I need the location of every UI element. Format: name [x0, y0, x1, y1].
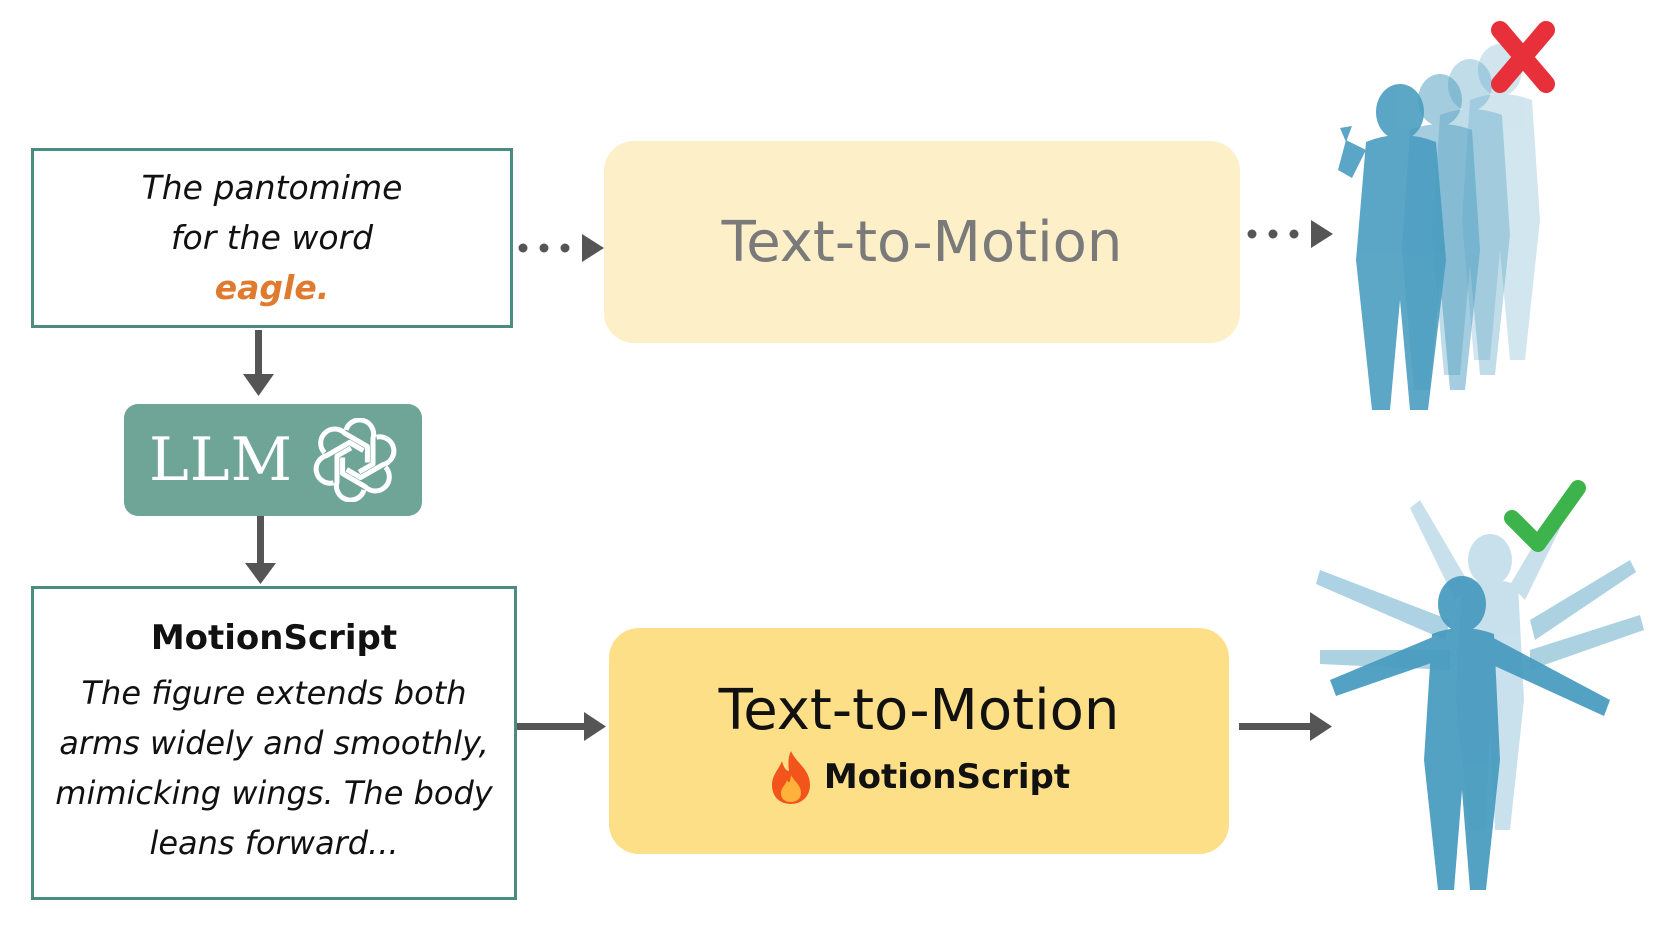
check-mark-icon	[1504, 480, 1586, 552]
motionscript-motion-figure	[1316, 500, 1644, 890]
motionscript-box: MotionScript The figure extends both arm…	[31, 586, 517, 900]
cross-mark-icon	[1491, 21, 1555, 93]
motionscript-line: The figure extends both	[81, 674, 467, 712]
prompt-box: The pantomime for the word eagle.	[31, 148, 513, 328]
motionscript-subtitle-label: MotionScript	[823, 756, 1071, 797]
fire-icon	[771, 750, 810, 804]
dotted-arrow-prompt-to-baseline	[518, 234, 604, 262]
baseline-motion-figure	[1338, 44, 1540, 410]
prompt-word: eagle.	[214, 268, 330, 307]
openai-logo-icon	[313, 418, 397, 502]
text-to-motion-motionscript-box: Text-to-Motion MotionScript	[609, 628, 1229, 854]
arrow-t2m-to-figure	[1239, 712, 1332, 741]
motionscript-line: mimicking wings. The body	[55, 774, 493, 812]
text-to-motion-motionscript-label: Text-to-Motion	[718, 677, 1120, 743]
dotted-arrow-baseline-to-figure	[1247, 220, 1333, 248]
prompt-line-1: The pantomime	[141, 168, 403, 207]
text-to-motion-baseline-box: Text-to-Motion	[604, 141, 1240, 343]
arrow-motionscript-to-t2m	[517, 712, 606, 741]
arrow-llm-to-motionscript	[245, 516, 276, 584]
motionscript-description: The figure extends both arms widely and …	[55, 668, 492, 868]
motionscript-subtitle: MotionScript	[768, 749, 1070, 805]
motionscript-line: leans forward...	[149, 824, 399, 862]
llm-label: LLM	[148, 425, 294, 495]
prompt-line-2: for the word	[170, 218, 374, 257]
motionscript-line: arms widely and smoothly,	[59, 724, 489, 762]
motionscript-title: MotionScript	[150, 618, 398, 658]
llm-box: LLM	[124, 404, 422, 516]
text-to-motion-baseline-label: Text-to-Motion	[721, 209, 1123, 275]
arrow-prompt-to-llm	[243, 330, 274, 396]
